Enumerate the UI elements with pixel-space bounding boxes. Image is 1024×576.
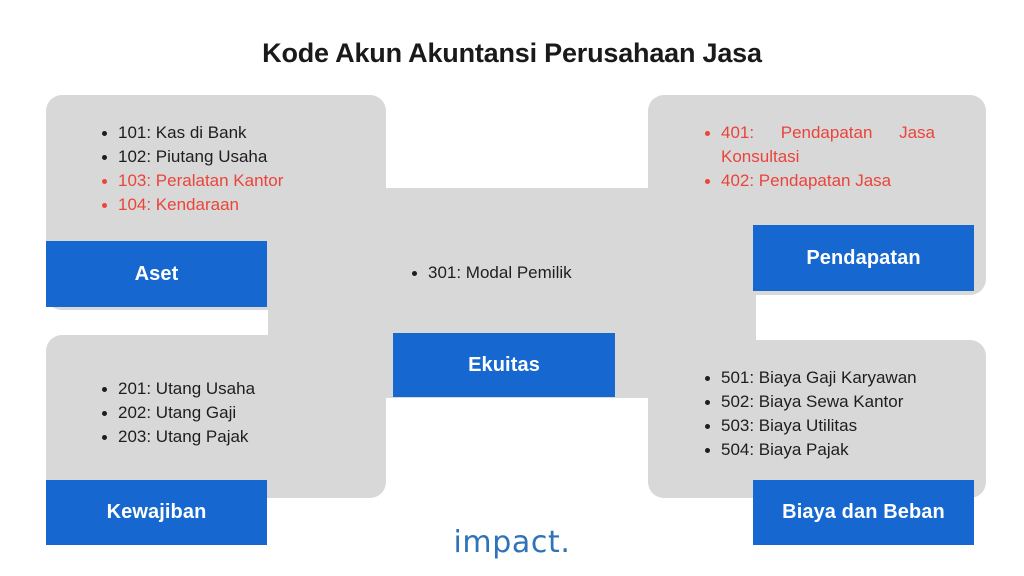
list-item: 201: Utang Usaha — [100, 377, 370, 401]
list-item: 401: Pendapatan Jasa Konsultasi — [703, 121, 935, 169]
list-pendapatan: 401: Pendapatan Jasa Konsultasi 402: Pen… — [703, 121, 935, 193]
list-aset: 101: Kas di Bank 102: Piutang Usaha 103:… — [100, 121, 360, 218]
list-item: 502: Biaya Sewa Kantor — [703, 390, 973, 414]
impact-logo: impact. — [453, 525, 571, 560]
list-item: 104: Kendaraan — [100, 193, 360, 217]
list-item: 501: Biaya Gaji Karyawan — [703, 366, 973, 390]
list-item: 103: Peralatan Kantor — [100, 169, 360, 193]
list-item: 102: Piutang Usaha — [100, 145, 360, 169]
list-item: 203: Utang Pajak — [100, 425, 370, 449]
list-item: 402: Pendapatan Jasa — [703, 169, 935, 193]
list-item: 504: Biaya Pajak — [703, 438, 973, 462]
panel-kewajiban-top — [46, 335, 386, 465]
category-label-pendapatan: Pendapatan — [753, 225, 974, 291]
category-label-biaya-dan-beban: Biaya dan Beban — [753, 480, 974, 545]
page-title: Kode Akun Akuntansi Perusahaan Jasa — [262, 38, 762, 68]
list-item: 202: Utang Gaji — [100, 401, 370, 425]
category-label-aset: Aset — [46, 241, 267, 307]
list-item: 301: Modal Pemilik — [410, 261, 640, 285]
panel-biaya-dan-beban — [648, 340, 986, 498]
category-label-kewajiban: Kewajiban — [46, 480, 267, 545]
list-item: 503: Biaya Utilitas — [703, 414, 973, 438]
list-item: 101: Kas di Bank — [100, 121, 360, 145]
category-label-ekuitas: Ekuitas — [393, 333, 615, 397]
list-ekuitas: 301: Modal Pemilik — [410, 261, 640, 285]
list-kewajiban: 201: Utang Usaha 202: Utang Gaji 203: Ut… — [100, 377, 370, 449]
list-biaya-dan-beban: 501: Biaya Gaji Karyawan 502: Biaya Sewa… — [703, 366, 973, 463]
